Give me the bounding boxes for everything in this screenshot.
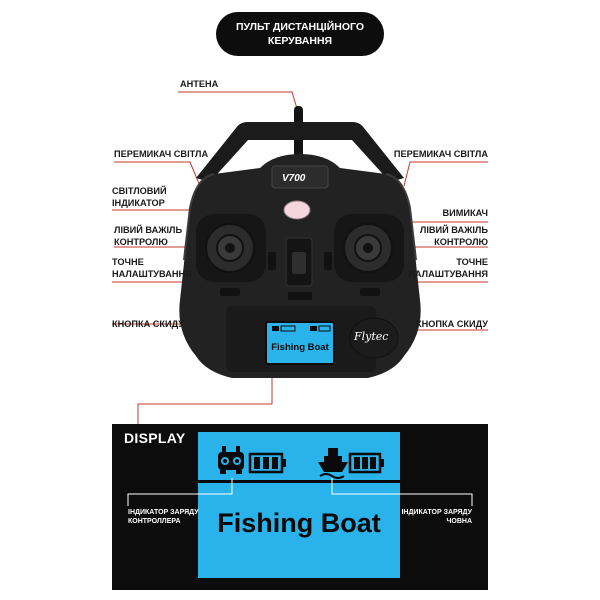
controller-battery-icon <box>218 446 244 474</box>
reset-right <box>360 288 380 296</box>
left-stick <box>196 214 266 282</box>
reset-left <box>220 288 240 296</box>
controller-battery-level <box>248 452 286 474</box>
diagram-title: ПУЛЬТ ДИСТАНЦІЙНОГО КЕРУВАННЯ <box>216 12 384 56</box>
brand-badge <box>349 317 399 359</box>
small-screen-text: Fishing Boat <box>271 342 329 353</box>
controller-battery-leader <box>127 478 233 506</box>
display-heading: DISPLAY <box>124 430 186 446</box>
label-light-indicator: СВІТЛОВИЙ ІНДИКАТОР <box>112 186 167 208</box>
light-switch-left-leader <box>114 161 201 187</box>
controller-handle <box>196 122 404 182</box>
trim-left <box>268 252 276 270</box>
label-antenna: АНТЕНА <box>180 79 219 89</box>
label-left-stick: ЛІВИЙ ВАЖІЛЬ КОНТРОЛЮ <box>114 225 183 247</box>
label-boat-battery: ІНДИКАТОР ЗАРЯДУ ЧОВНА <box>401 509 472 526</box>
screen-to-display-leader <box>137 366 273 425</box>
display-main-text: Fishing Boat <box>217 508 381 538</box>
label-reset-left: КНОПКА СКИДУ <box>112 319 185 329</box>
title-line-1: ПУЛЬТ ДИСТАНЦІЙНОГО <box>236 20 364 33</box>
label-light-switch-right: ПЕРЕМИКАЧ СВІТЛА <box>393 149 488 159</box>
title-line-2: КЕРУВАННЯ <box>267 35 333 47</box>
brand-logo: Flytec <box>354 330 389 343</box>
boat-battery-level <box>348 452 384 474</box>
boat-battery-icon <box>318 448 348 479</box>
model-plate <box>271 165 329 189</box>
antenna-leader <box>178 91 299 113</box>
label-trim-left: ТОЧНЕ НАЛАШТУВАННЯ <box>112 257 192 279</box>
label-reset-right: КНОПКА СКИДУ <box>415 319 488 329</box>
right-stick <box>334 214 404 282</box>
power-switch <box>285 237 313 287</box>
center-slot <box>288 292 312 300</box>
boat-battery-leader <box>331 478 473 506</box>
label-right-stick: ЛІВИЙ ВАЖІЛЬ КОНТРОЛЮ <box>419 225 488 247</box>
model-label: V700 <box>282 173 306 184</box>
light-switch-right-leader <box>403 161 488 187</box>
label-trim-right: ТОЧНЕ НАЛАШТУВАННЯ <box>408 257 488 279</box>
light-indicator <box>283 200 311 220</box>
small-screen <box>265 321 335 365</box>
label-controller-battery: ІНДИКАТОР ЗАРЯДУ КОНТРОЛЛЕРА <box>128 509 199 526</box>
label-light-switch-left: ПЕРЕМИКАЧ СВІТЛА <box>114 149 209 159</box>
trim-right <box>324 252 332 270</box>
label-power-switch: ВИМИКАЧ <box>442 208 489 218</box>
small-screen-icons <box>272 325 331 332</box>
